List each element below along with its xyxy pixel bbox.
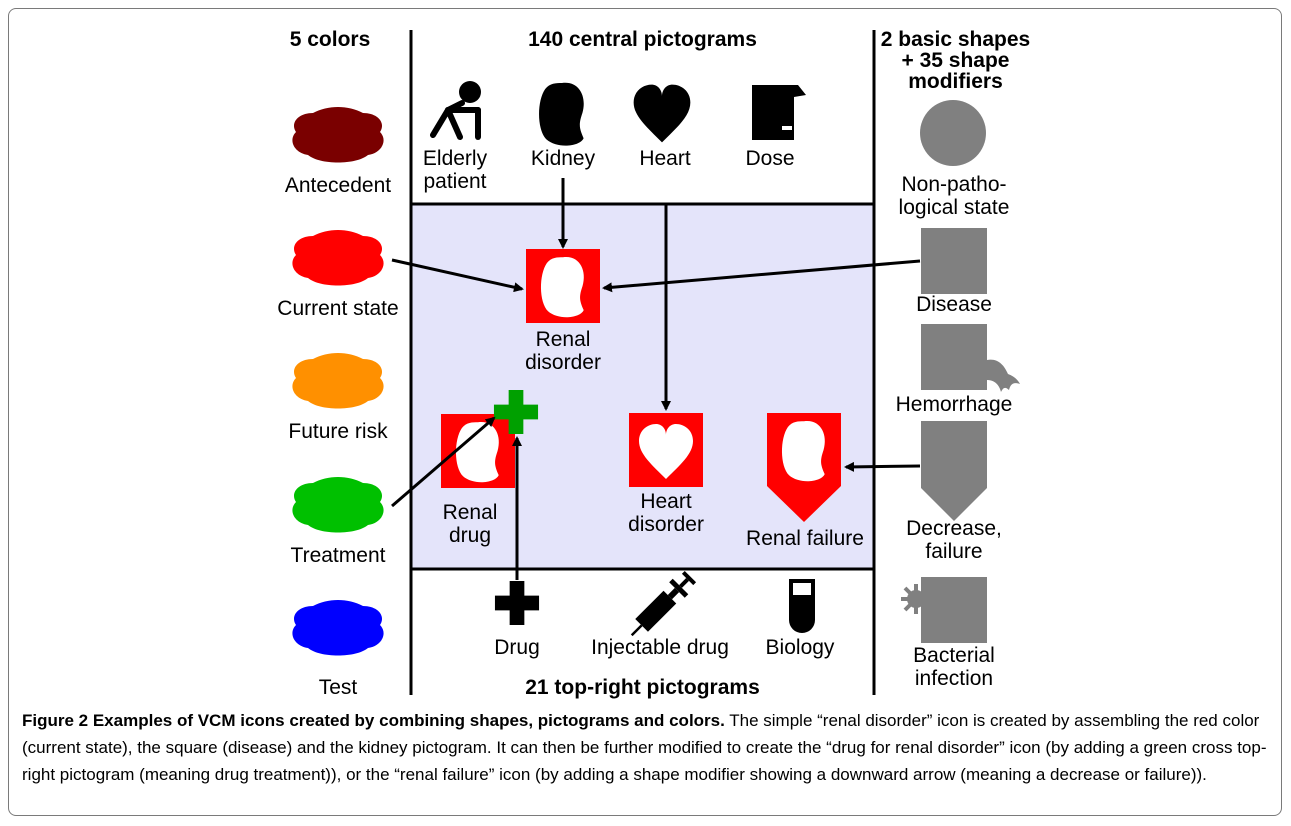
color-label-future-risk: Future risk bbox=[288, 420, 388, 443]
label-non-pathological-state: Non-patho-logical state bbox=[888, 173, 1020, 219]
color-swatch-test bbox=[292, 600, 384, 656]
arrow-treatment-to-renal-drug bbox=[391, 416, 496, 508]
header-top-right-pictograms: 21 top-right pictograms bbox=[525, 676, 760, 699]
label-renal-disorder: Renal disorder bbox=[525, 328, 601, 374]
caption-title: Figure 2 Examples of VCM icons created b… bbox=[22, 711, 725, 730]
elderly-patient-icon bbox=[430, 81, 481, 140]
arrow-heart-to-heart-disorder bbox=[661, 202, 671, 411]
heart-icon bbox=[633, 84, 691, 143]
color-label-antecedent: Antecedent bbox=[284, 174, 392, 197]
label-heart: Heart bbox=[639, 147, 691, 170]
label-biology: Biology bbox=[765, 636, 835, 659]
color-label-current-state: Current state bbox=[277, 297, 399, 320]
label-kidney: Kidney bbox=[530, 147, 596, 170]
label-renal-failure: Renal failure bbox=[746, 527, 864, 550]
header-colors: 5 colors bbox=[289, 28, 371, 51]
header-central-pictograms: 140 central pictograms bbox=[528, 28, 757, 51]
label-injectable-drug: Injectable drug bbox=[591, 636, 729, 659]
arrow-disease-to-renal-disorder bbox=[602, 259, 921, 293]
kidney-icon bbox=[539, 82, 584, 146]
shape-circle-non-pathological bbox=[920, 100, 986, 166]
header-shapes: 2 basic shapes + 35 shape modifiers bbox=[880, 28, 1031, 93]
color-swatch-current-state bbox=[292, 230, 384, 286]
color-label-treatment: Treatment bbox=[290, 544, 386, 567]
shape-bacterial-infection bbox=[901, 577, 987, 643]
shape-square-disease bbox=[921, 228, 987, 294]
color-swatch-antecedent bbox=[292, 107, 384, 163]
renal-drug-icon bbox=[441, 389, 539, 488]
label-elderly-patient: Elderly patient bbox=[422, 147, 488, 193]
arrow-decrease-to-renal-failure bbox=[844, 461, 921, 472]
caption-text: The simple “renal disorder” icon is crea… bbox=[22, 711, 1267, 784]
label-bacterial-infection: Bacterial infection bbox=[913, 644, 995, 690]
renal-failure-icon bbox=[767, 413, 841, 522]
color-label-test: Test bbox=[318, 676, 358, 699]
label-disease: Disease bbox=[916, 293, 992, 316]
dose-icon bbox=[752, 85, 806, 140]
label-renal-drug: Renal drug bbox=[442, 501, 498, 547]
color-swatch-future-risk bbox=[292, 353, 384, 409]
label-drug: Drug bbox=[494, 636, 540, 659]
label-heart-disorder: Heart disorder bbox=[628, 490, 704, 536]
label-dose: Dose bbox=[745, 147, 795, 170]
label-non-pathological-state-text: Non-patho-logical state bbox=[898, 173, 1010, 219]
figure-caption: Figure 2 Examples of VCM icons created b… bbox=[22, 707, 1272, 788]
drug-cross-icon bbox=[494, 580, 540, 626]
renal-disorder-icon bbox=[526, 249, 600, 323]
color-swatch-treatment bbox=[292, 477, 384, 533]
heart-disorder-icon bbox=[629, 413, 703, 487]
label-hemorrhage: Hemorrhage bbox=[895, 393, 1013, 416]
shape-hemorrhage bbox=[921, 324, 1020, 392]
arrow-current-state-to-renal-disorder bbox=[391, 258, 524, 293]
label-decrease-failure: Decrease, failure bbox=[906, 517, 1002, 563]
shape-decrease-failure bbox=[921, 421, 987, 521]
biology-tube-icon bbox=[789, 579, 815, 633]
injectable-drug-icon bbox=[630, 570, 697, 637]
